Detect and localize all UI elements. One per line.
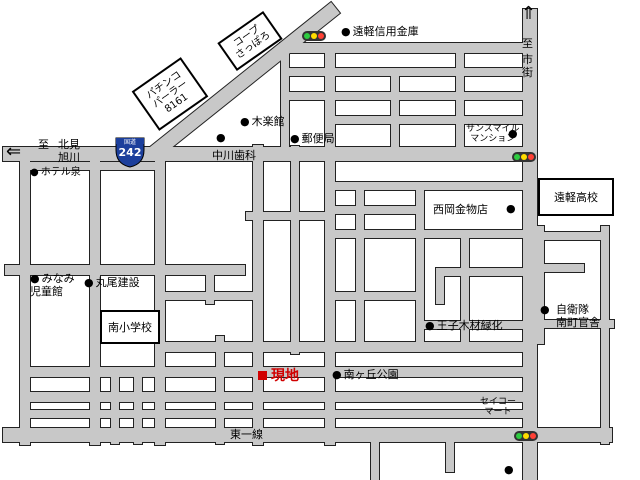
landmark-minami-jido: みなみ 児童館 — [30, 272, 75, 298]
landmark-minami-sho: 南小学校 — [100, 310, 160, 344]
landmark-kiraku: 木楽館 — [240, 115, 285, 129]
landmark-sunsmile-dot: ● — [508, 127, 518, 140]
landmark-jieitai-dot: ● — [540, 303, 550, 316]
route-shield-icon — [115, 137, 145, 168]
direction-west-prefix: 至 — [38, 138, 49, 151]
direction-north-prefix: 至 — [522, 37, 533, 50]
route-shield-top: 国道 — [123, 139, 136, 146]
landmark-maruo: 丸尾建設 — [84, 276, 140, 290]
landmark-nishioka-dot: ● — [506, 202, 516, 215]
road-name-nakagawa: 中川歯科 — [212, 149, 256, 162]
current-location-icon — [258, 370, 267, 380]
road-name-higashi: 東一線 — [230, 428, 263, 441]
landmark-jieitai: 自衛隊 南町官舎 — [556, 303, 600, 329]
direction-north-arrow: ⇑ — [521, 3, 537, 24]
current-location-label: 現地 — [271, 368, 299, 384]
traffic-signal-icon — [514, 431, 538, 441]
landmark-south-dot: ● — [504, 463, 514, 476]
landmark-kiraku-dot2: ● — [216, 131, 226, 144]
direction-west-dest: 北見 旭川 — [58, 138, 80, 164]
landmark-sunsmile: サンスマイル マンション — [466, 124, 520, 145]
landmark-minamigaoka: 南ヶ丘公園 — [332, 368, 399, 382]
landmark-seicomart: セイコー マート — [480, 397, 517, 418]
landmark-oji: 王子木材緑化 — [425, 319, 503, 333]
traffic-signal-icon — [512, 152, 536, 162]
road-diagonal — [150, 2, 340, 158]
route-shield: 国道 242 — [114, 132, 146, 168]
landmark-yubin: 郵便局 — [290, 132, 335, 146]
current-location-marker: 現地 — [258, 365, 299, 385]
route-shield-number: 242 — [118, 146, 142, 159]
traffic-signal-icon — [302, 31, 326, 41]
landmark-engaru-ko: 遠軽高校 — [538, 178, 614, 216]
landmark-hotel: ホテル泉 — [30, 167, 81, 179]
direction-west-arrow: ⇐ — [6, 141, 22, 162]
landmark-engaru-shinyo: 遠軽信用金庫 — [341, 25, 419, 39]
direction-north-dest: 市街 — [522, 53, 533, 79]
landmark-nishioka: 西岡金物店 — [433, 203, 488, 216]
